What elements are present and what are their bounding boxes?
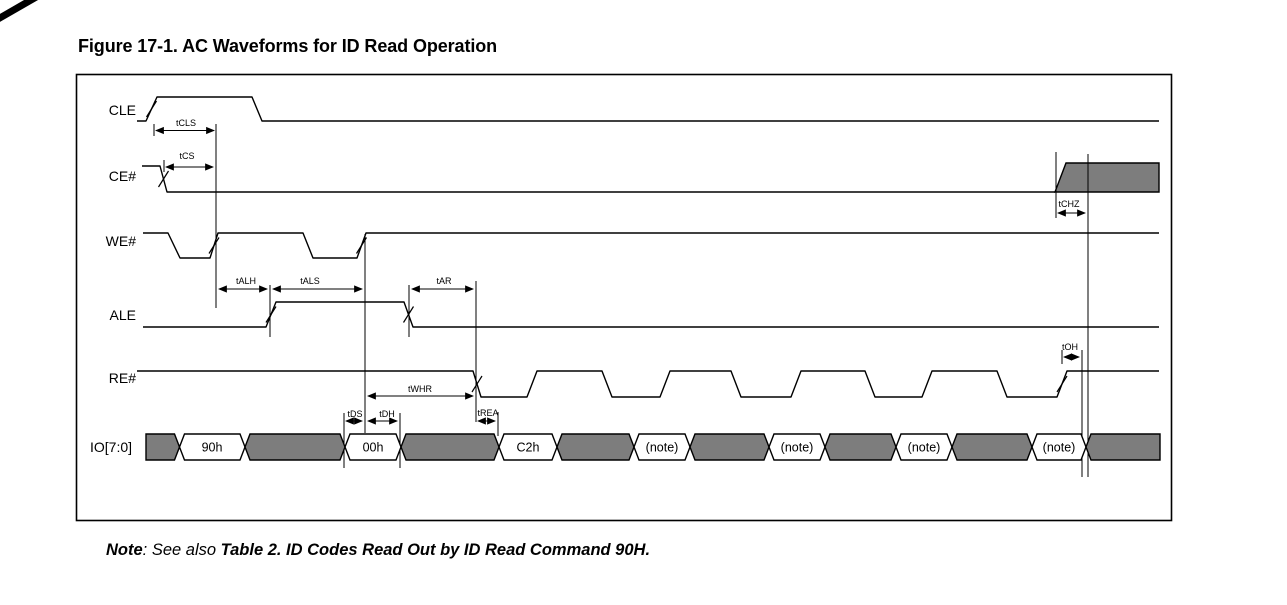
- tar-label: tAR: [436, 276, 452, 286]
- bus-seg-undefined: [145, 433, 181, 461]
- tals-label: tALS: [300, 276, 320, 286]
- bus-seg-undefined: [1085, 433, 1161, 461]
- cle-rise-tick: [145, 100, 158, 118]
- io-bus: 90h 00h C2h (note) (note) (note) (note): [145, 433, 1161, 461]
- note-reference: Table 2. ID Codes Read Out by ID Read Co…: [220, 541, 651, 559]
- page-corner-artifact: [0, 0, 39, 22]
- bus-value-note1: (note): [646, 441, 679, 455]
- bus-value-note3: (note): [908, 441, 941, 455]
- tcls-label: tCLS: [176, 118, 196, 128]
- dimension-arrows: [154, 126, 1087, 425]
- tds-label: tDS: [347, 409, 362, 419]
- bus-seg-undefined: [556, 433, 635, 461]
- signal-label-ale: ALE: [110, 307, 136, 323]
- bus-seg-undefined: [689, 433, 770, 461]
- diagram-frame: [75, 73, 1173, 522]
- re-rise-tick: [1056, 375, 1068, 393]
- re-waveform: [137, 370, 1159, 398]
- bus-seg-undefined: [824, 433, 897, 461]
- bus-value-00h: 00h: [363, 441, 384, 455]
- figure-note: Note: See also Table 2. ID Codes Read Ou…: [106, 541, 650, 560]
- toh-label: tOH: [1062, 342, 1078, 352]
- signal-label-io: IO[7:0]: [90, 439, 132, 455]
- ce-fall-tick: [157, 170, 170, 188]
- ale-rise-tick: [265, 306, 277, 323]
- we-waveform: [143, 232, 1159, 259]
- bus-seg-undefined: [244, 433, 346, 461]
- tcs-label: tCS: [179, 151, 194, 161]
- we-rise1-tick: [208, 237, 220, 254]
- trea-label: tREA: [477, 408, 498, 418]
- bus-value-90h: 90h: [202, 441, 223, 455]
- bus-value-note2: (note): [781, 441, 814, 455]
- bus-value-note4: (note): [1043, 441, 1076, 455]
- signal-labels: CLE CE# WE# ALE RE# IO[7:0]: [90, 102, 136, 455]
- reference-lines: [153, 124, 1089, 477]
- timing-labels: tCLS tCS tCHZ tALH tALS tAR tWHR tDS tDH…: [176, 118, 1080, 419]
- signal-label-ce: CE#: [109, 168, 136, 184]
- twhr-label: tWHR: [408, 384, 432, 394]
- re-fall-tick: [471, 375, 483, 393]
- cle-waveform: [137, 96, 1159, 122]
- bus-value-c2h: C2h: [517, 441, 540, 455]
- figure-title: Figure 17-1. AC Waveforms for ID Read Op…: [78, 36, 498, 56]
- bus-seg-undefined: [951, 433, 1033, 461]
- talh-label: tALH: [236, 276, 256, 286]
- ale-waveform: [143, 301, 1159, 328]
- signal-label-re: RE#: [109, 370, 136, 386]
- ce-high-z-region: [1053, 162, 1160, 193]
- ce-waveform: [142, 165, 1055, 193]
- signal-label-cle: CLE: [109, 102, 136, 118]
- note-see-also: : See also: [142, 541, 221, 559]
- signal-label-we: WE#: [106, 233, 137, 249]
- note-word: Note: [106, 541, 143, 559]
- bus-seg-undefined: [400, 433, 500, 461]
- tchz-label: tCHZ: [1059, 199, 1080, 209]
- edge-tick-marks: [145, 100, 1068, 393]
- tdh-label: tDH: [379, 409, 395, 419]
